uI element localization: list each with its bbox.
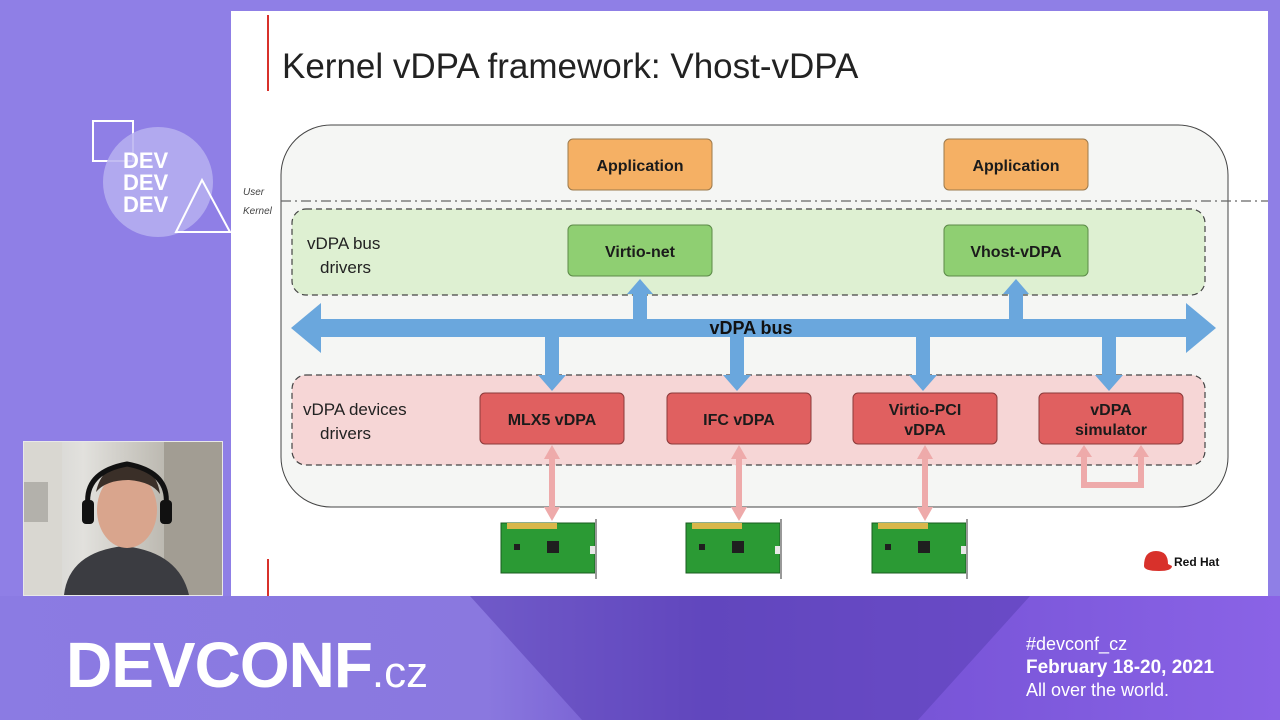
svg-text:DEV: DEV	[123, 192, 169, 217]
vhost-vdpa-label: Vhost-vDPA	[970, 244, 1062, 261]
vdpa-bus-arrow	[291, 303, 1216, 353]
vdpa-diagram: User Kernel vDPA bus drivers vDPA device…	[243, 124, 1268, 579]
application-label-1: Application	[596, 158, 683, 175]
mlx5-vdpa-label: MLX5 vDPA	[508, 412, 597, 429]
kernel-label: Kernel	[243, 206, 273, 217]
devconf-logo: DEVCONF.cz	[66, 628, 428, 702]
arrow-bus-to-virtio-pci	[909, 337, 937, 391]
arrow-bus-to-vhost-vdpa	[1003, 279, 1029, 319]
application-label-2: Application	[972, 158, 1059, 175]
bus-drivers-label-1: vDPA bus	[307, 234, 380, 253]
application-box-1	[567, 138, 713, 191]
virtio-net-box	[567, 224, 713, 277]
simulator-loopback	[1081, 449, 1144, 488]
vhost-vdpa-box	[943, 224, 1089, 277]
footer-accent-bar	[267, 559, 269, 596]
device-drivers-label-1: vDPA devices	[303, 400, 407, 419]
slide: Kernel vDPA framework: Vhost-vDPA User K…	[231, 11, 1268, 596]
vdpa-simulator-box	[1038, 392, 1184, 445]
slide-title: Kernel vDPA framework: Vhost-vDPA	[282, 47, 859, 86]
bus-drivers-label-2: drivers	[320, 258, 371, 277]
nic-card-2	[685, 519, 782, 579]
virtio-net-label: Virtio-net	[605, 244, 676, 261]
redhat-logo: Red Hat	[1144, 551, 1219, 571]
nic-card-1	[500, 519, 597, 579]
event-info: #devconf_cz February 18-20, 2021 All ove…	[1026, 633, 1214, 702]
arrow-bus-to-ifc	[723, 337, 751, 391]
event-tagline: All over the world.	[1026, 680, 1170, 700]
ifc-vdpa-box	[666, 392, 812, 445]
nic-card-3	[871, 519, 968, 579]
devconf-logo-suffix: .cz	[371, 648, 429, 697]
device-drivers-label-2: drivers	[320, 424, 371, 443]
pcie-arrow-ifc	[731, 445, 747, 521]
vdpa-simulator-label-1: vDPA	[1090, 402, 1132, 419]
arrow-bus-to-virtio-net	[627, 279, 653, 319]
ifc-vdpa-label: IFC vDPA	[703, 412, 775, 429]
pcie-arrow-virtio-pci	[917, 445, 933, 521]
devconf-logo-main: DEVCONF	[66, 629, 373, 701]
redhat-text: Red Hat	[1174, 555, 1219, 569]
devconf-badge: DEV DEV DEV	[92, 120, 232, 237]
svg-text:DEV: DEV	[123, 148, 169, 173]
speaker-webcam	[23, 441, 223, 596]
vdpa-simulator-label-2: simulator	[1075, 422, 1147, 439]
user-label: User	[243, 187, 265, 198]
pcie-arrow-mlx5	[544, 445, 560, 521]
redhat-hat-icon	[1144, 551, 1172, 571]
title-accent-bar	[267, 15, 269, 91]
simulator-loop-head-2	[1133, 445, 1149, 457]
application-box-2	[943, 138, 1089, 191]
event-dates: February 18-20, 2021	[1026, 657, 1215, 678]
speaker-avatar-icon	[24, 442, 222, 595]
virtio-pci-vdpa-box	[852, 392, 998, 445]
vdpa-bus-label: vDPA bus	[709, 318, 792, 338]
mlx5-vdpa-box	[479, 392, 625, 445]
virtio-pci-label-1: Virtio-PCI	[889, 402, 962, 419]
simulator-loop-head-1	[1076, 445, 1092, 457]
event-hashtag: #devconf_cz	[1026, 634, 1128, 654]
arrow-bus-to-mlx5	[538, 337, 566, 391]
arrow-bus-to-simulator	[1095, 337, 1123, 391]
virtio-pci-label-2: vDPA	[904, 422, 946, 439]
svg-text:DEV: DEV	[123, 170, 169, 195]
